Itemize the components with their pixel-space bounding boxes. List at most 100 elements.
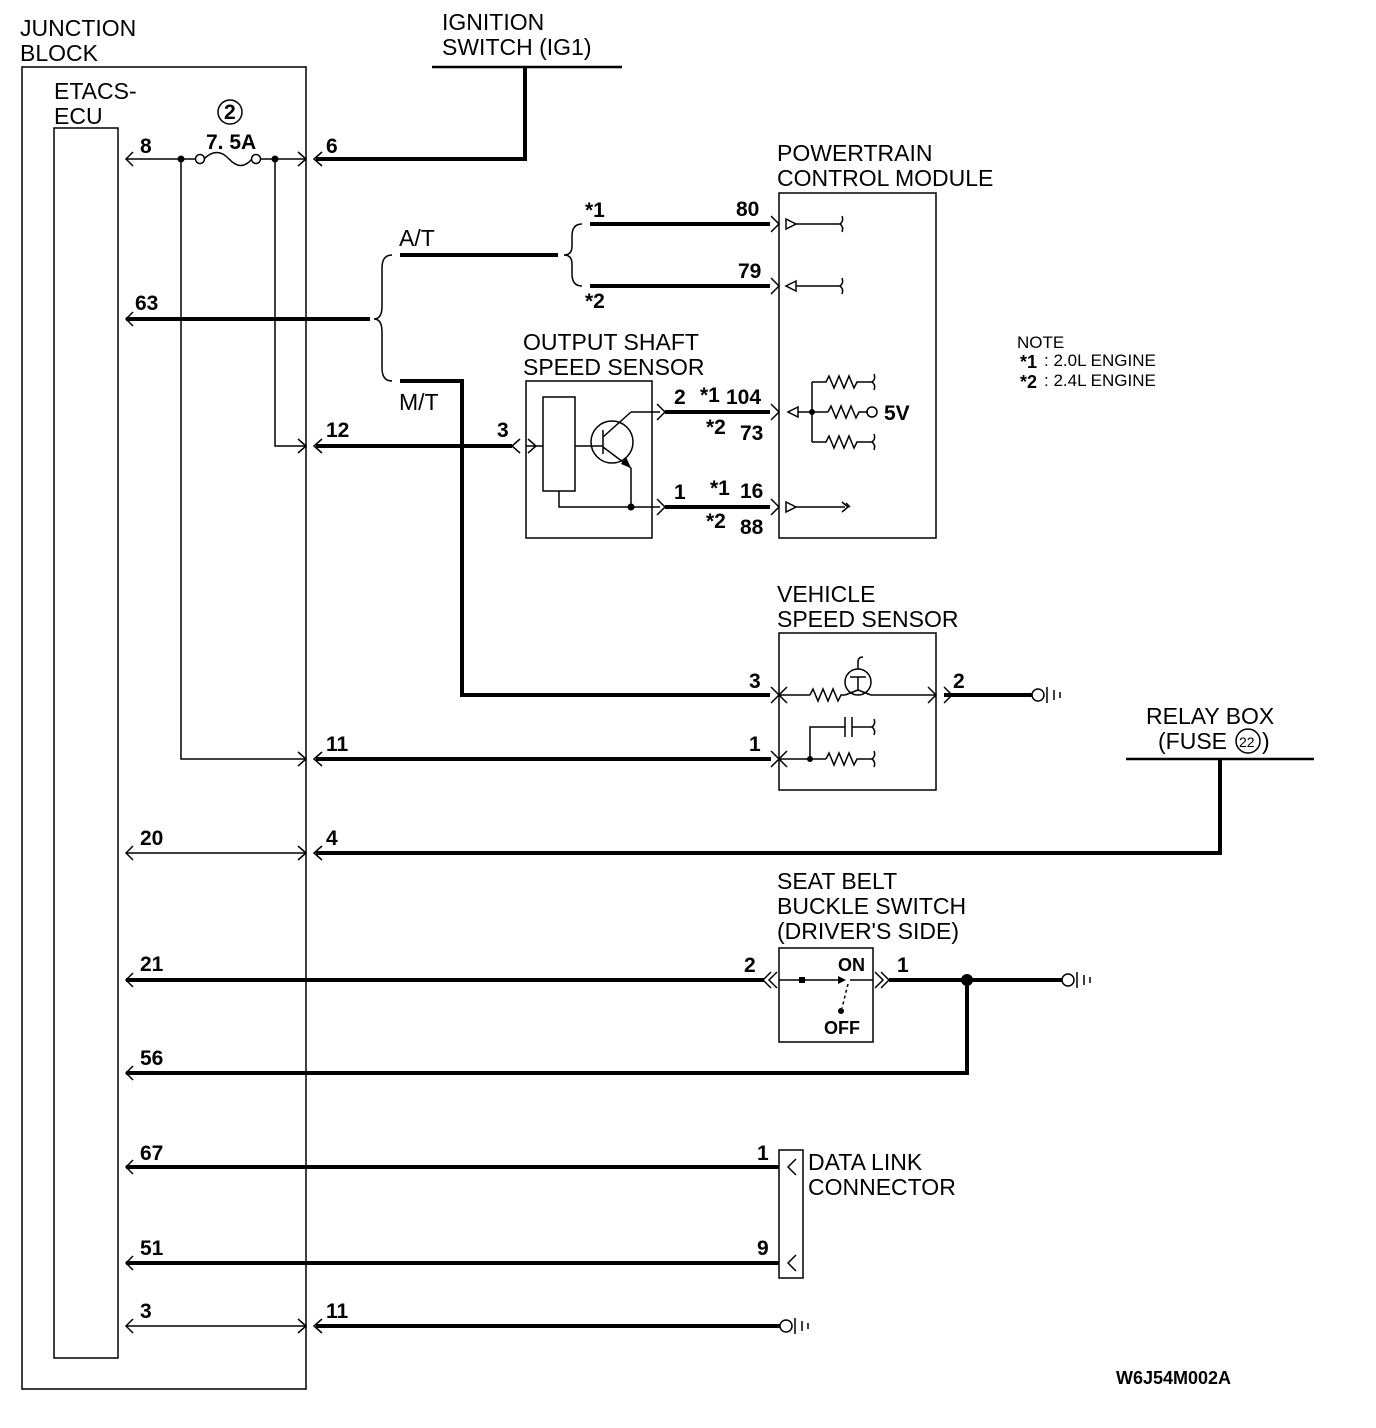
oss-pin-1: 1	[674, 481, 686, 504]
pcm-pin-88-mark: *2	[706, 510, 726, 533]
wire-ig1	[316, 67, 527, 161]
label-line: VEHICLE	[777, 581, 875, 607]
pcm-pin-79-mark: *2	[585, 290, 605, 313]
wire-ecu56	[126, 980, 969, 1075]
label-line: BUCKLE SWITCH	[777, 893, 966, 919]
vss-pin-3: 3	[749, 670, 761, 693]
label-line: JUNCTION	[20, 15, 136, 41]
vss-box	[778, 632, 937, 791]
at-label: A/T	[399, 225, 435, 251]
relay-box-label: RELAY BOX(FUSE	[1146, 703, 1274, 754]
switch-on-label: ON	[838, 955, 865, 975]
fuse-number-circle	[217, 99, 243, 125]
ecu-pin-3: 3	[140, 1300, 152, 1323]
sb-pin-2: 2	[744, 954, 756, 977]
sb-pin-1: 1	[897, 954, 909, 977]
etacs-ecu-label: ETACS-ECU	[54, 78, 137, 129]
jb-pin-12: 12	[326, 419, 349, 442]
label-line: SWITCH (IG1)	[442, 34, 592, 60]
fuse-rating: 7. 5A	[206, 131, 256, 154]
figure-id: W6J54M002A	[1116, 1368, 1231, 1388]
label-line: CONNECTOR	[808, 1174, 956, 1200]
note-title: NOTE	[1017, 333, 1064, 352]
ground-icon-2	[1061, 973, 1075, 987]
engine-brace	[563, 223, 583, 287]
note-line2: : 2.4L ENGINE	[1044, 371, 1156, 390]
label-line: ECU	[54, 103, 103, 129]
pcm-pin-80-mark: *1	[585, 199, 605, 222]
label-line: RELAY BOX	[1146, 703, 1274, 729]
pcm-pin-73-mark: *2	[706, 416, 726, 439]
note-line1: : 2.0L ENGINE	[1044, 351, 1156, 370]
vss-pin-1: 1	[749, 733, 761, 756]
pcm-pin-16: 16	[740, 480, 763, 503]
ecu-pin-20: 20	[140, 827, 163, 850]
mt-label: M/T	[399, 389, 439, 415]
note-line1-mark: *1	[1020, 352, 1037, 372]
ground-icon-3	[779, 1319, 793, 1333]
seat-belt-box	[778, 947, 874, 1043]
pcm-pin-16-mark: *1	[710, 477, 730, 500]
label-line: OUTPUT SHAFT	[523, 329, 699, 355]
label-line: IGNITION	[442, 9, 544, 35]
etacs-ecu-box	[53, 127, 119, 1359]
wire-relay-jb4	[316, 759, 1222, 855]
label-line: SPEED SENSOR	[523, 354, 705, 380]
label-line: (DRIVER'S SIDE)	[777, 918, 959, 944]
wire-fuse-to-12	[274, 159, 306, 447]
at-mt-brace	[373, 254, 393, 382]
ecu-pin-67: 67	[140, 1142, 163, 1165]
relay-fuse-number: 22	[1239, 734, 1255, 750]
dlc-pin-9: 9	[757, 1237, 769, 1260]
label-line: SPEED SENSOR	[777, 606, 959, 632]
oss-transistor	[590, 420, 634, 464]
label-line: ETACS-	[54, 78, 137, 104]
label-line: POWERTRAIN	[777, 140, 932, 166]
pcm-pin-88: 88	[740, 516, 764, 539]
jb-pin-11: 11	[326, 733, 349, 756]
dlc-box	[778, 1149, 804, 1279]
wire-mt	[400, 379, 770, 697]
relay-box-close: )	[1262, 728, 1270, 754]
ecu-pin-63: 63	[135, 292, 158, 315]
oss-element	[542, 396, 576, 492]
pcm-pin-104-mark: *1	[700, 384, 720, 407]
fuse-element	[203, 151, 253, 167]
pcm-box	[778, 192, 937, 539]
ground-icon	[1031, 688, 1045, 702]
ecu-pin-8: 8	[140, 135, 152, 158]
label-line: CONTROL MODULE	[777, 165, 993, 191]
ecu-pin-56: 56	[140, 1047, 163, 1070]
pcm-pin-79: 79	[738, 260, 761, 283]
label-line: BLOCK	[20, 40, 99, 66]
pcm-pin-73: 73	[740, 422, 763, 445]
note-line2-mark: *2	[1020, 372, 1037, 392]
wire-fuse-to-11	[180, 159, 306, 760]
label-line: (FUSE	[1158, 728, 1227, 754]
pcm-voltage: 5V	[884, 402, 910, 425]
switch-off-label: OFF	[824, 1018, 860, 1038]
jb-pin-6: 6	[326, 135, 338, 158]
oss-pin-2: 2	[674, 386, 686, 409]
vss-pin-2: 2	[953, 670, 965, 693]
fuse-number: 2	[224, 101, 236, 124]
jb-pin-11b: 11	[326, 1300, 349, 1323]
fuse-left-terminal	[194, 153, 206, 165]
ecu-pin-21: 21	[140, 953, 164, 976]
jb-pin-4: 4	[326, 827, 338, 850]
pcm-pin-80: 80	[736, 198, 759, 221]
label-line: DATA LINK	[808, 1149, 923, 1175]
pcm-pin-104: 104	[726, 386, 761, 409]
oss-pin-3: 3	[497, 419, 509, 442]
ecu-pin-51: 51	[140, 1237, 164, 1260]
relay-fuse-circle	[1235, 728, 1261, 754]
fuse-right-terminal	[250, 153, 262, 165]
